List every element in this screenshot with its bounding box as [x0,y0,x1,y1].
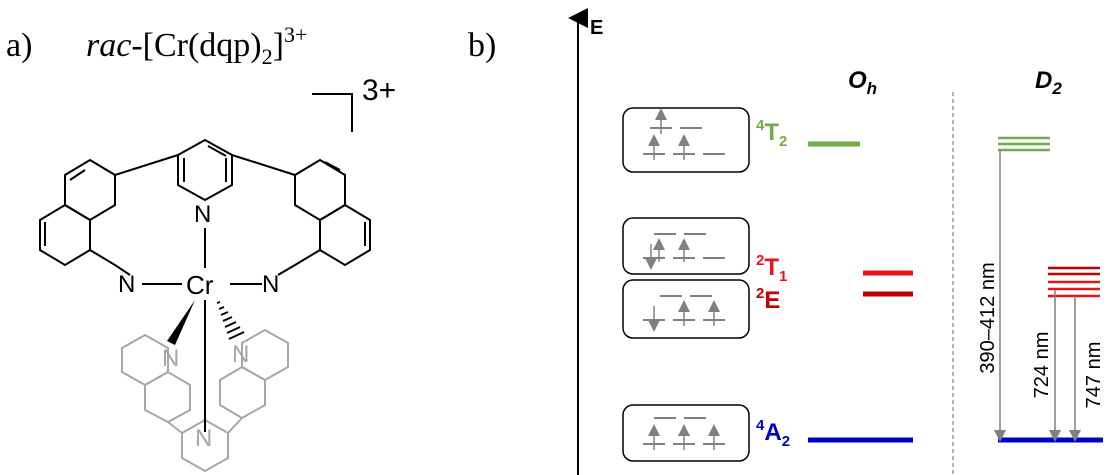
atom-n-front-right: N [262,271,279,298]
state-label-4a2: 4A2 [756,417,790,450]
metal-bonds [142,228,262,432]
state-label-2e: 2E [756,285,780,314]
transition-label-em2: 747 nm [1083,342,1105,409]
config-box-2e [622,279,750,339]
complex-title-main: -[Cr(dqp) [131,27,261,64]
complex-title-close: ] [273,27,284,64]
back-ligand [121,328,289,473]
config-box-2t1 [622,217,750,275]
column-oh-label: Oh [848,67,877,98]
complex-title-sub: 2 [262,44,273,69]
charge-bracket [312,93,353,132]
atom-cr: Cr [186,270,214,300]
atom-n-front-center: N [194,201,211,228]
atom-n-back-center: N [195,425,212,452]
atom-n-front-left: N [118,271,135,298]
energy-axis-label: E [590,17,603,39]
charge-label: 3+ [362,74,396,107]
levels-d2-2t1-2e [1048,266,1100,298]
hash-bond [216,301,245,340]
state-label-4t2: 4T2 [756,117,787,150]
state-label-2t1: 2T1 [756,252,787,285]
config-box-4a2 [622,404,750,462]
atom-n-back-left: N [162,345,179,372]
levels-d2-4t2 [998,136,1050,152]
panel-a: a) rac-[Cr(dqp)2]3+ 3+ N N N [6,22,396,473]
transition-arrows [994,150,1081,442]
panel-b: b) E Oh D2 [468,8,1105,475]
panel-a-label: a) [6,27,32,64]
transition-label-absorption: 390–412 nm [977,262,999,373]
wedge-bond [167,300,195,345]
complex-title-sup: 3+ [284,22,307,47]
config-box-4t2 [622,107,750,173]
transition-label-em1: 724 nm [1031,332,1053,399]
complex-title-prefix: rac [86,27,131,64]
panel-b-label: b) [468,27,496,64]
column-d2-label: D2 [1035,67,1062,98]
atom-n-back-right: N [232,341,249,368]
complex-title: rac-[Cr(dqp)2]3+ [86,22,307,69]
front-ligand [39,138,371,276]
